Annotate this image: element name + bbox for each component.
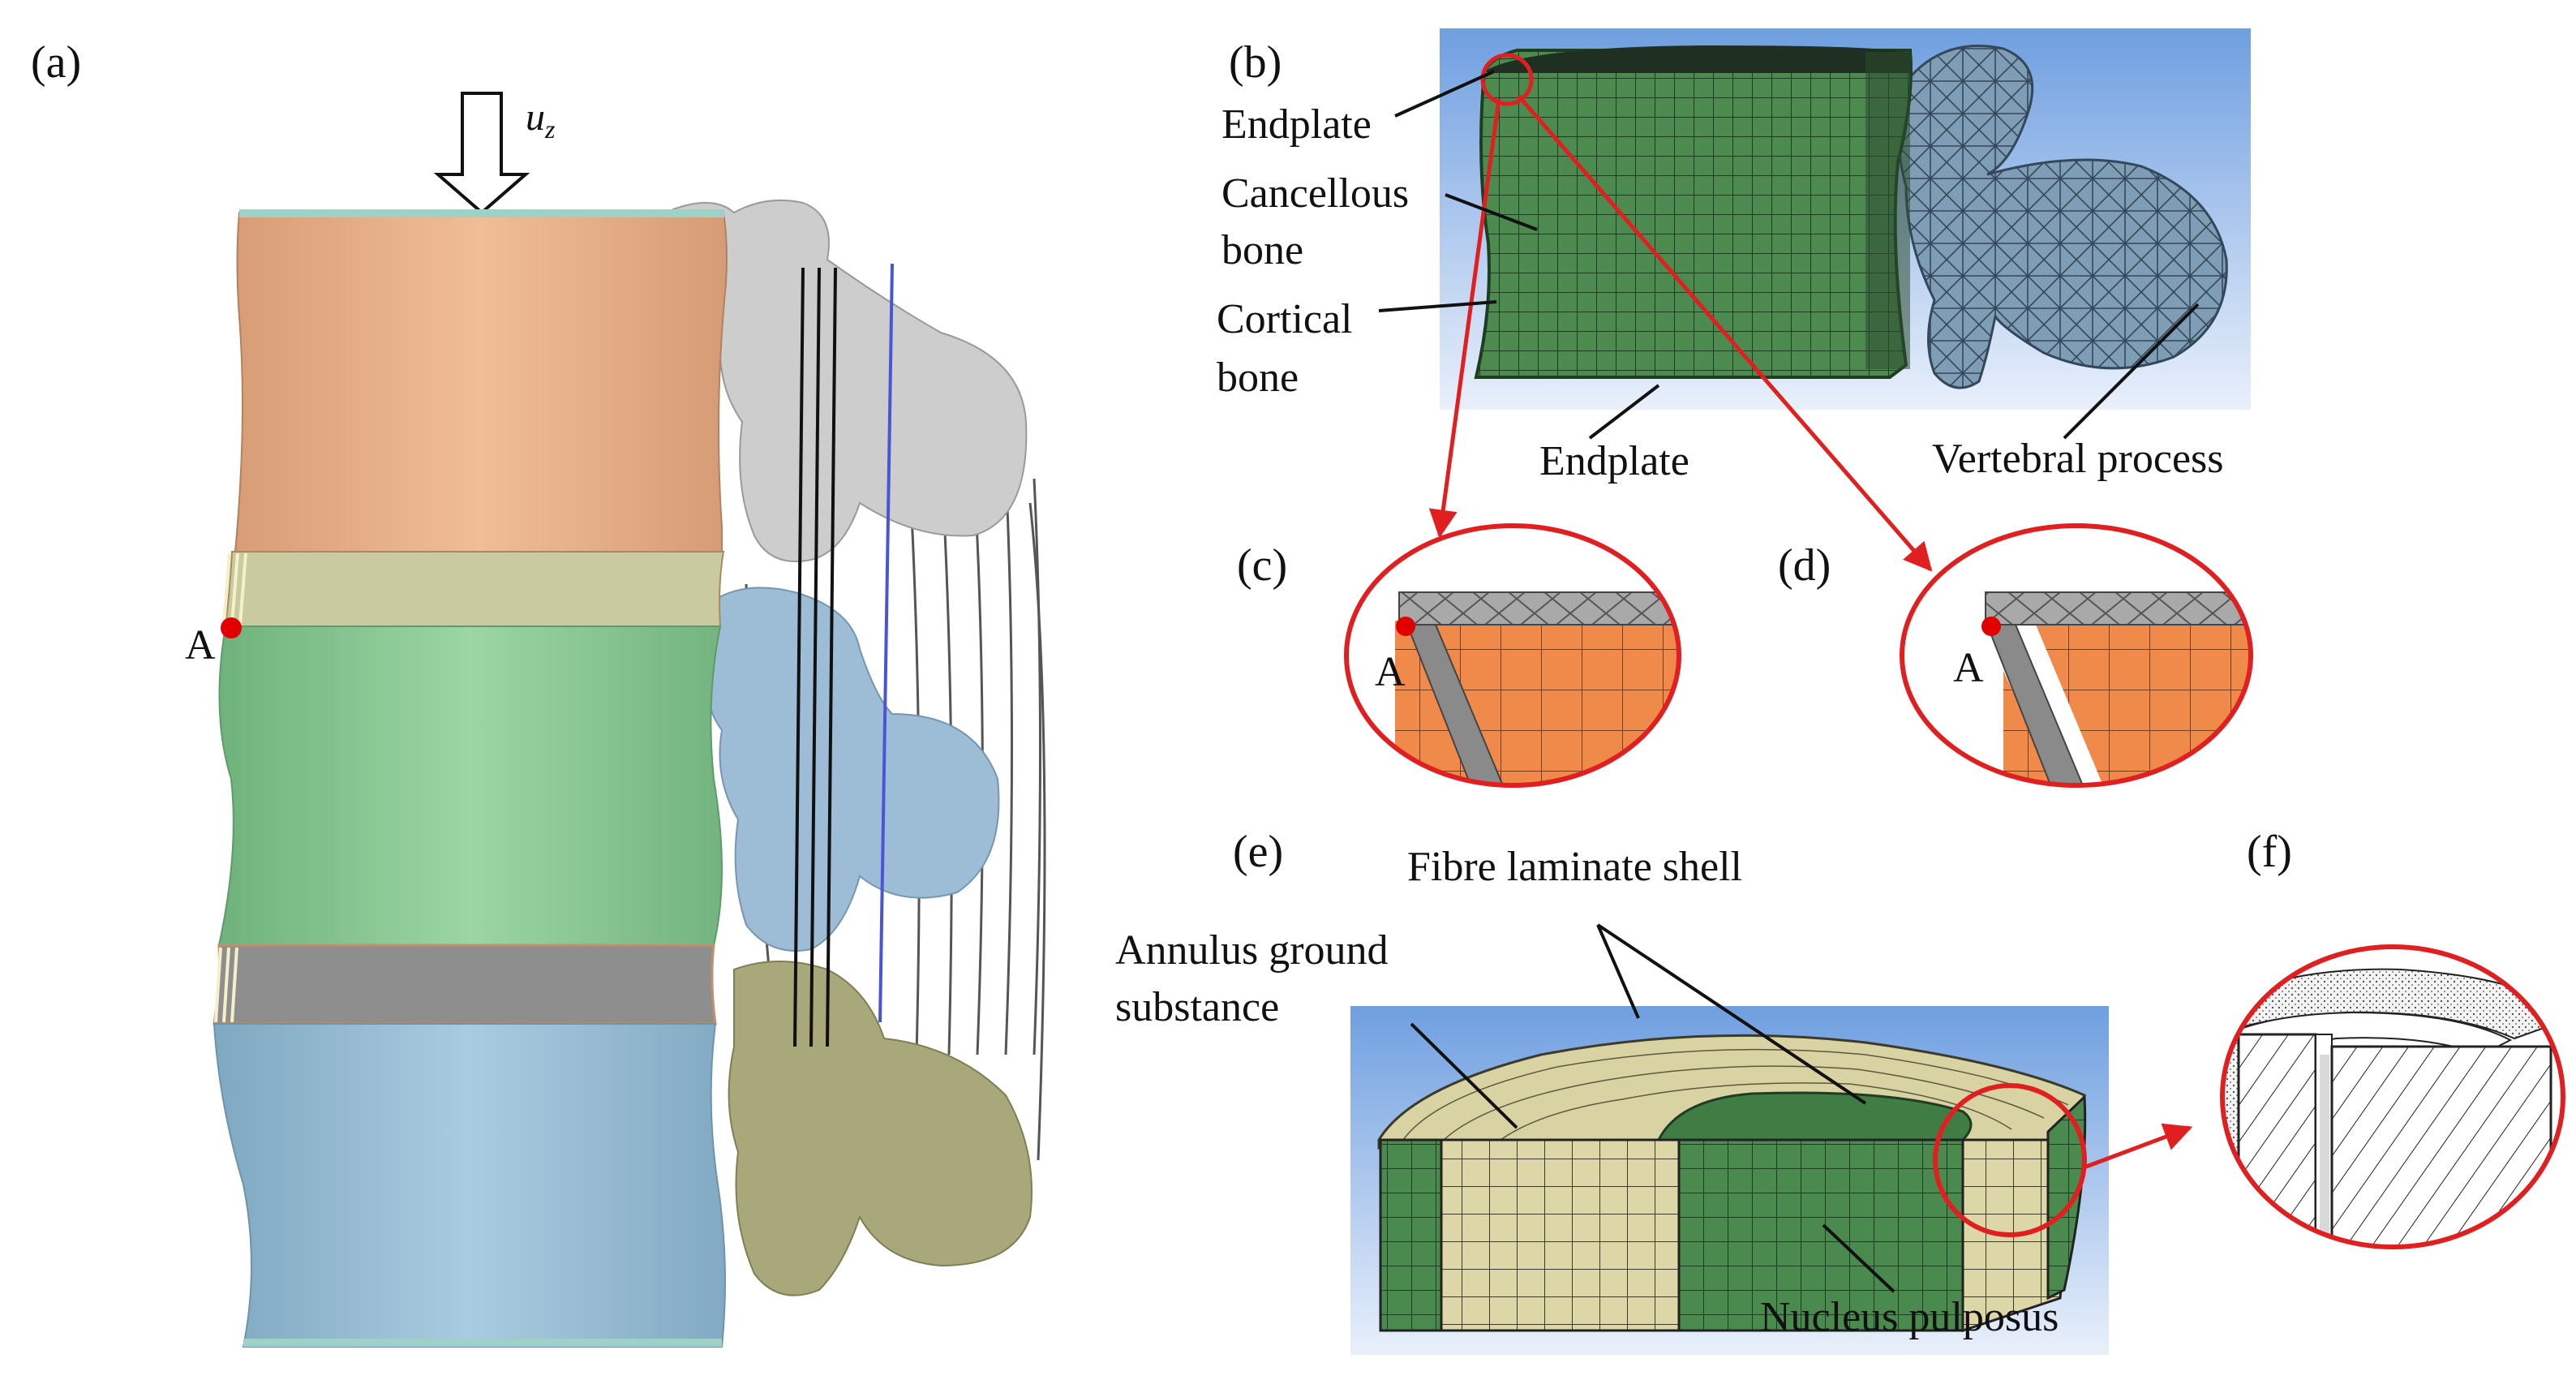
load-arrow bbox=[433, 92, 530, 215]
point-a-marker-d bbox=[1981, 617, 2001, 636]
callout-annulus-line2: substance bbox=[1115, 984, 1279, 1030]
panel-label-e: (e) bbox=[1233, 827, 1283, 877]
callout-leaders-e bbox=[1410, 923, 1896, 1293]
callout-annulus-line1: Annulus ground bbox=[1115, 927, 1389, 974]
panel-c: (c) A bbox=[1237, 523, 1681, 788]
panel-a: (a) uz bbox=[31, 37, 1046, 1348]
panel-label-c: (c) bbox=[1237, 540, 1287, 591]
detail-d-outline bbox=[1900, 523, 2253, 788]
callout-nucleus: Nucleus pulposus bbox=[1760, 1294, 2059, 1340]
arrow-to-d bbox=[1517, 94, 1933, 572]
point-a-label-c: A bbox=[1375, 649, 1406, 695]
callout-leaders-b bbox=[1378, 70, 2200, 440]
nucleus-cut-face bbox=[1677, 1138, 1964, 1332]
corner-highlight-circle bbox=[1480, 53, 1534, 106]
panel-label-a: (a) bbox=[31, 37, 81, 88]
top-endplate-strip bbox=[239, 209, 724, 217]
annulus-outer-green-left bbox=[1379, 1138, 1443, 1332]
panel-e: (e) Fibre laminate shell Annulus ground … bbox=[1115, 827, 2193, 1355]
callout-cancellous-line2: bone bbox=[1221, 227, 1303, 273]
point-a-label: A bbox=[185, 622, 216, 669]
vertebra-top bbox=[234, 212, 728, 552]
callout-vertebral-process: Vertebral process bbox=[1932, 436, 2224, 482]
annulus-strips bbox=[214, 552, 247, 1023]
detail-c-outline bbox=[1344, 523, 1681, 788]
ligament-blue-line bbox=[878, 263, 894, 1023]
disc-lower bbox=[213, 944, 717, 1025]
vertebral-body-mesh bbox=[1474, 49, 1913, 379]
detail-f-outline bbox=[2220, 944, 2565, 1249]
load-symbol-u: uz bbox=[526, 96, 556, 144]
endplate-top-surface bbox=[1484, 45, 1910, 73]
arrow-to-f bbox=[2085, 1123, 2193, 1169]
detail-c-content bbox=[1346, 526, 1679, 785]
panel-label-b: (b) bbox=[1229, 37, 1282, 88]
process-middle bbox=[706, 587, 1000, 952]
callout-cortical-line1: Cortical bbox=[1217, 296, 1353, 342]
arrow-to-c bbox=[1428, 98, 1501, 539]
annulus-highlight-circle bbox=[1933, 1083, 2087, 1237]
panel-label-d: (d) bbox=[1778, 540, 1831, 591]
panel-d: (d) A bbox=[1778, 523, 2253, 788]
vertebra-bottom bbox=[213, 1023, 726, 1348]
point-a-label-d: A bbox=[1953, 645, 1984, 691]
disc-upper bbox=[224, 551, 725, 627]
disc-top-rings bbox=[1402, 1048, 2069, 1141]
point-a-marker-c bbox=[1396, 617, 1415, 636]
callout-cortical-line2: bone bbox=[1217, 355, 1299, 401]
panel-label-f: (f) bbox=[2247, 827, 2292, 877]
cortical-shell-right bbox=[1865, 52, 1910, 369]
process-top bbox=[672, 199, 1028, 562]
process-bottom bbox=[728, 961, 1033, 1296]
callout-cancellous-line1: Cancellous bbox=[1221, 170, 1409, 217]
callout-endplate-bottom: Endplate bbox=[1539, 438, 1689, 484]
bottom-endplate-strip bbox=[243, 1339, 722, 1347]
vertebra-middle bbox=[217, 626, 723, 946]
pedicle-pins bbox=[793, 267, 837, 1047]
point-a-marker bbox=[221, 617, 242, 638]
detail-d-content bbox=[1902, 526, 2251, 785]
annulus-outer-green-right bbox=[2046, 1094, 2087, 1301]
panel-f: (f) bbox=[2220, 827, 2565, 1249]
callout-endplate-top: Endplate bbox=[1221, 101, 1372, 148]
callout-fibre-shell: Fibre laminate shell bbox=[1407, 844, 1742, 890]
panel-b: (b) Endplate Cancellous bone Cortical bo… bbox=[1217, 28, 2251, 572]
vertebral-process-mesh bbox=[1897, 45, 2228, 389]
